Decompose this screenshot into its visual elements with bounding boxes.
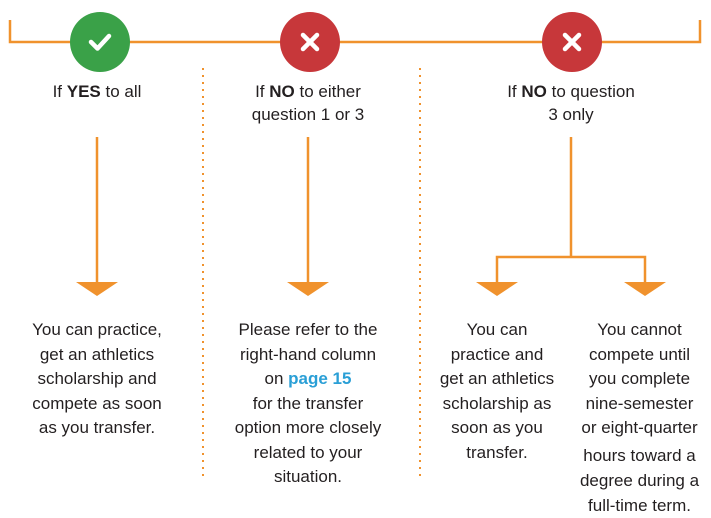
outcome-no-either-line: option more closely <box>234 418 382 437</box>
condition-no-q3-suffix: to question <box>546 82 635 101</box>
outcome-no-q3-b-line: you complete <box>588 369 691 388</box>
outcome-no-q3-a-line: transfer. <box>466 442 528 462</box>
arrowhead-yes <box>76 282 118 296</box>
condition-yes-prefix: If <box>52 82 67 101</box>
arrowhead-no-q3-b <box>624 282 666 296</box>
condition-no-q3-prefix: If <box>507 82 522 101</box>
condition-no-either-prefix: If <box>255 82 270 101</box>
outcome-no-q3-a-line: You can <box>466 320 528 339</box>
outcome-yes-line: as you transfer. <box>38 418 156 437</box>
outcome-no-q3-a-line: scholarship as <box>442 393 552 413</box>
split-branch-line <box>495 255 647 282</box>
outcome-yes: You can practice, get an athletics schol… <box>0 318 194 441</box>
condition-no-either-line2: question 1 or 3 <box>251 105 365 124</box>
checkmark-icon <box>88 33 112 51</box>
condition-yes-keyword: YES <box>66 82 101 101</box>
condition-no-q3-line1: If NO to question <box>460 80 682 103</box>
outcome-no-either-line: right-hand column <box>239 344 377 364</box>
x-icon <box>300 32 320 52</box>
condition-no-q3: If NO to question 3 only <box>460 80 682 126</box>
condition-no-q3-keyword: NO <box>521 82 547 101</box>
outcome-link-prefix: on <box>264 369 289 388</box>
outcome-no-q3-b: You cannot compete until you complete ni… <box>568 318 711 441</box>
condition-no-q3-line2: 3 only <box>548 105 594 124</box>
arrowhead-no-either <box>287 282 329 296</box>
condition-no-either-suffix: to either <box>294 82 361 101</box>
outcome-no-q3-a: You can practice and get an athletics sc… <box>428 318 566 465</box>
outcome-no-q3-a-line: get an athletics <box>439 369 555 388</box>
outcome-no-q3-b-line: hours toward a <box>583 446 696 465</box>
outcome-no-q3-a-line: soon as you <box>451 418 543 437</box>
arrowhead-no-q3-a <box>476 282 518 296</box>
outcome-no-either: Please refer to the right-hand column on… <box>210 318 406 490</box>
yes-badge <box>70 12 130 72</box>
outcome-no-q3-b-line: nine-semester <box>585 393 694 413</box>
x-icon <box>562 32 582 52</box>
condition-yes: If YES to all <box>0 80 194 103</box>
condition-no-either: If NO to either question 1 or 3 <box>210 80 406 126</box>
outcome-no-q3-b-line: full-time term. <box>588 496 691 515</box>
outcome-no-either-line: related to your <box>253 442 363 462</box>
condition-no-either-keyword: NO <box>269 82 295 101</box>
condition-yes-suffix: to all <box>100 82 142 101</box>
outcome-yes-line: compete as soon <box>32 393 162 413</box>
condition-no-either-line1: If NO to either <box>210 80 406 103</box>
outcome-no-q3-b-line: compete until <box>588 344 691 364</box>
no-badge-q3 <box>542 12 602 72</box>
outcome-no-q3-b-line: You cannot <box>597 320 682 339</box>
outcome-no-either-line: Please refer to the <box>238 320 378 339</box>
top-bracket-line <box>8 20 702 44</box>
outcome-no-q3-b-line: degree during a <box>579 471 700 490</box>
outcome-yes-line: scholarship and <box>37 369 157 388</box>
outcome-no-either-line: for the transfer <box>252 393 364 413</box>
outcome-yes-line: You can practice, <box>32 320 162 339</box>
outcome-no-either-line: on page 15 <box>210 367 406 392</box>
outcome-no-q3-b-line: or eight-quarter <box>581 418 698 437</box>
outcome-no-either-line: situation. <box>273 467 343 486</box>
outcome-no-q3-b-continued: hours toward a degree during a full-time… <box>568 443 711 518</box>
outcome-yes-line: get an athletics <box>39 344 155 364</box>
no-badge-either <box>280 12 340 72</box>
page-15-link[interactable]: page 15 <box>288 369 352 388</box>
outcome-no-q3-a-line: practice and <box>450 344 544 364</box>
